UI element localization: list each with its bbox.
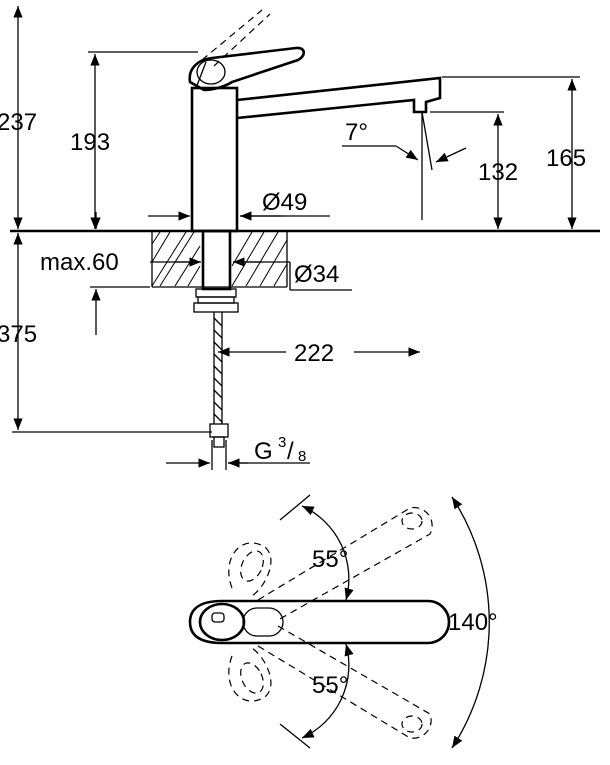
dimension-237-label: 237 (0, 109, 37, 136)
lever-position-upper (228, 542, 272, 597)
dimension-deck-thickness-label: max.60 (40, 249, 119, 276)
lever-angle-upper-label: 55° (312, 546, 348, 573)
spout (236, 76, 442, 120)
swivel-angle-label: 140° (448, 609, 498, 636)
dimension-hole-diameter: Ø34 (174, 257, 352, 291)
dimension-hole-diameter-label: Ø34 (294, 261, 339, 288)
dimension-spout-angle-label: 7° (345, 119, 368, 146)
dimension-222: 222 (218, 340, 420, 367)
dimension-132-label: 132 (478, 159, 518, 186)
dimension-connection-slash: / (287, 438, 294, 465)
spout-swung-lower (257, 625, 432, 739)
supply-hose (209, 312, 229, 448)
swivel-arc (451, 496, 490, 749)
faucet-body (190, 86, 239, 233)
top-view: 140° (188, 494, 498, 749)
dimension-connection-denominator: 8 (298, 448, 306, 465)
lever-raised-outline (201, 9, 271, 67)
dimension-193: 193 (70, 51, 198, 229)
lever-angle-upper: 55° (279, 494, 354, 601)
spout-swung-upper (257, 506, 433, 621)
mounting-shank (193, 229, 239, 313)
deck-hatching-right (231, 231, 288, 287)
dimension-132: 132 (430, 111, 518, 229)
deck-hatching-left (151, 231, 201, 287)
lever-angle-lower-label: 55° (312, 672, 348, 699)
dimension-375: 375 (0, 233, 212, 433)
lever-position-lower (228, 647, 272, 702)
dimension-375-label: 375 (0, 321, 37, 348)
dimension-222-label: 222 (294, 340, 334, 367)
dimension-connection-prefix: G (254, 438, 273, 465)
dimension-237: 237 (0, 6, 37, 229)
dimension-connection-numerator: 3 (278, 434, 286, 451)
lever-angle-lower: 55° (279, 643, 354, 749)
body-top (188, 599, 246, 645)
dimension-spout-angle: 7° (342, 111, 467, 220)
dimension-body-diameter: Ø49 (148, 189, 330, 221)
dimension-165-label: 165 (546, 145, 586, 172)
side-view: 237 193 165 132 7° (0, 6, 600, 470)
dimension-165: 165 (442, 76, 586, 229)
dimension-193-label: 193 (70, 129, 110, 156)
dimension-connection: G 3 / 8 (166, 434, 310, 470)
lever-handle (188, 46, 306, 92)
dimension-body-diameter-label: Ø49 (262, 189, 307, 216)
spout-top-straight (222, 599, 451, 645)
